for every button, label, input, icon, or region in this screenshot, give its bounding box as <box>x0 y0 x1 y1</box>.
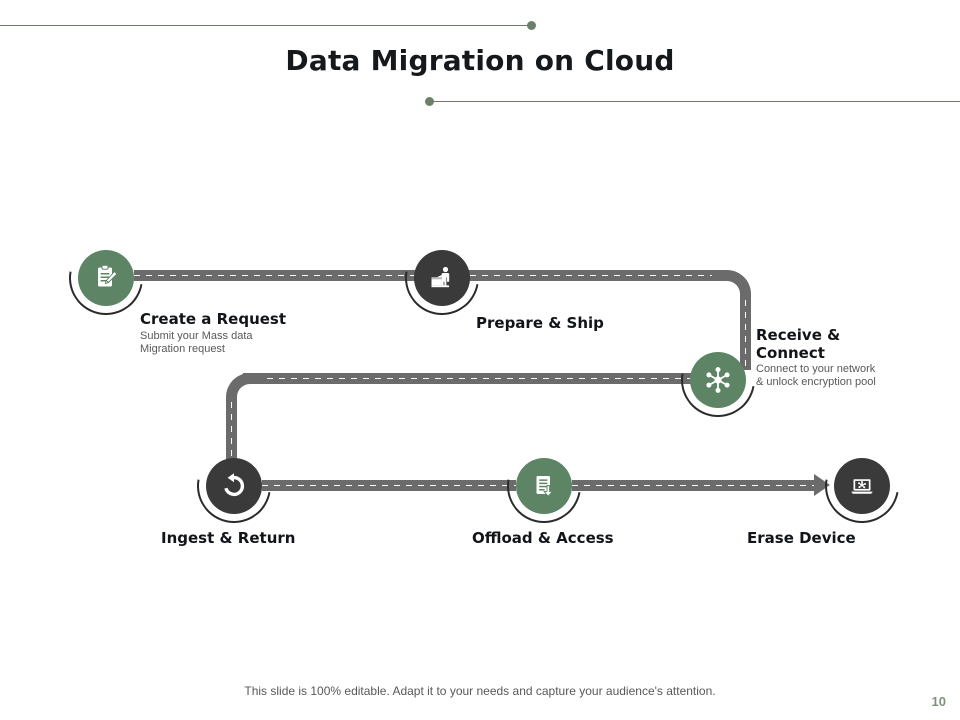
label-title-prepare-and-ship: Prepare & Ship <box>476 314 604 332</box>
road-corner-mid-left <box>226 373 265 412</box>
header-deco-line-bottom <box>434 101 960 102</box>
road-segment-3 <box>243 373 693 384</box>
road-corner-top-right <box>712 270 751 309</box>
label-title-offload-and-access: Offload & Access <box>472 529 614 547</box>
header-deco-dot-top <box>527 21 536 30</box>
road-segment-6 <box>572 480 816 491</box>
road-segment-2 <box>740 300 751 370</box>
node-create-a-request[interactable] <box>54 226 158 330</box>
refresh-return-arrow-icon <box>206 458 262 514</box>
node-ingest-and-return[interactable] <box>182 434 286 538</box>
footer-note: This slide is 100% editable. Adapt it to… <box>244 684 716 698</box>
node-receive-and-connect[interactable] <box>666 328 770 432</box>
page-number: 10 <box>931 694 946 709</box>
node-erase-device[interactable] <box>810 434 914 538</box>
label-title-ingest-and-return: Ingest & Return <box>161 529 296 547</box>
road-arrow-head <box>814 474 830 496</box>
node-offload-and-access[interactable] <box>492 434 596 538</box>
label-title-create-a-request: Create a Request <box>140 310 287 328</box>
node-prepare-and-ship[interactable] <box>390 226 494 330</box>
header-deco-dot-bottom <box>425 97 434 106</box>
header-deco-line-top <box>0 25 530 26</box>
label-title-erase-device: Erase Device <box>747 529 856 547</box>
road-segment-4 <box>226 402 237 462</box>
laptop-erase-icon <box>834 458 890 514</box>
label-desc-receive-and-connect: Connect to your network & unlock encrypt… <box>756 363 876 388</box>
network-hub-icon <box>690 352 746 408</box>
clipboard-pencil-icon <box>78 250 134 306</box>
label-title-receive-and-connect: Receive & Connect <box>756 326 841 362</box>
person-packing-box-icon <box>414 250 470 306</box>
document-download-icon <box>516 458 572 514</box>
road-segment-5 <box>262 480 516 491</box>
page-title: Data Migration on Cloud <box>285 44 675 77</box>
label-desc-create-a-request: Submit your Mass data Migration request <box>140 330 253 355</box>
